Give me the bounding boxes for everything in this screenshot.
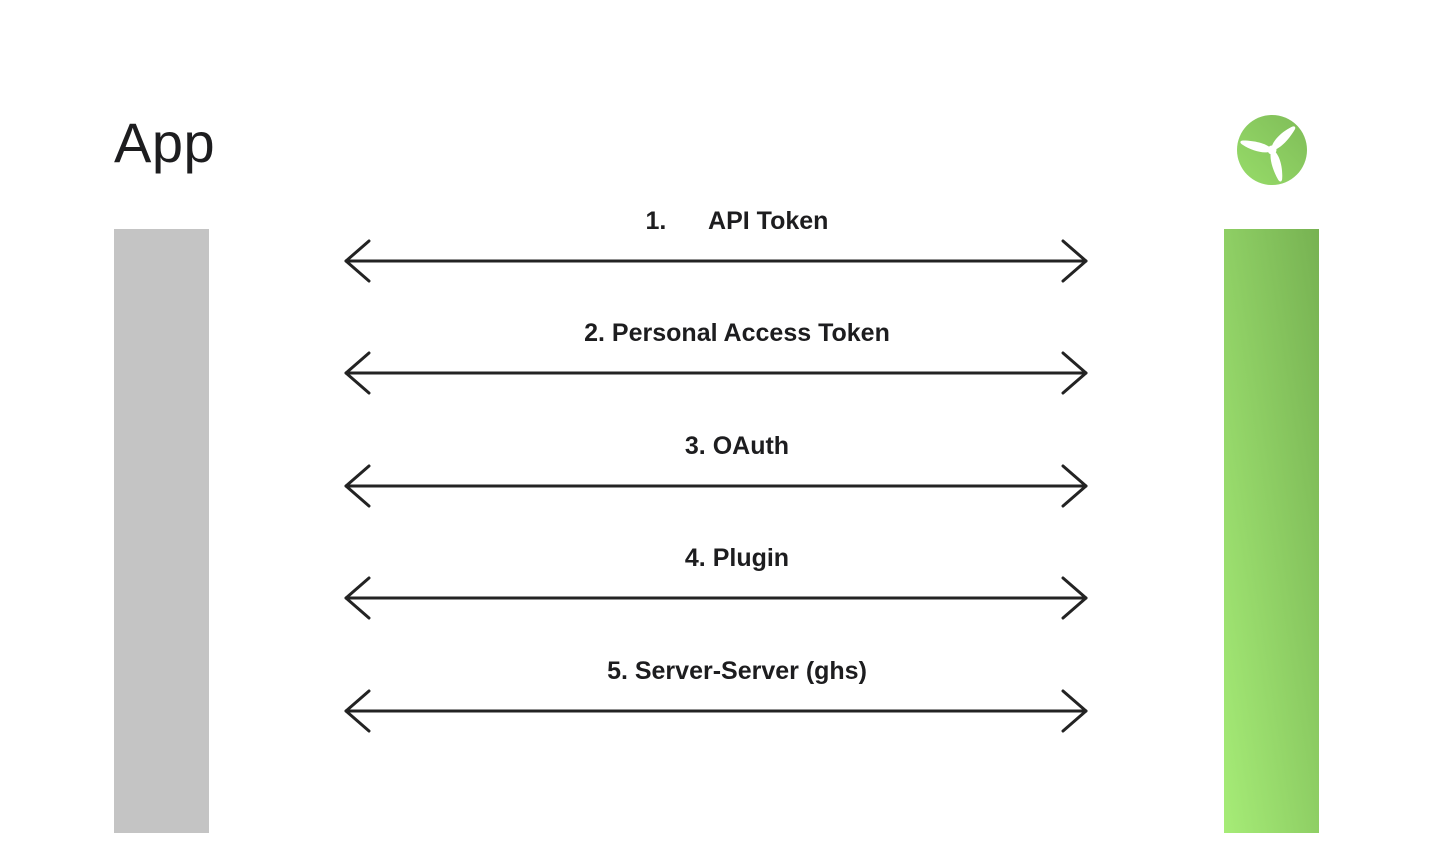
connection-label: 5. Server-Server (ghs) xyxy=(607,657,867,685)
arrowhead-left xyxy=(344,351,371,395)
arrowhead-right xyxy=(1061,239,1088,283)
double-arrow-icon xyxy=(344,239,1088,283)
arrowhead-left xyxy=(344,576,371,620)
double-arrow-icon xyxy=(344,351,1088,395)
connection-label: 3. OAuth xyxy=(684,432,790,460)
app-lifeline-bar xyxy=(114,229,209,833)
arrowhead-right xyxy=(1061,464,1088,508)
wind-turbine-icon xyxy=(1237,115,1307,185)
arrowhead-right xyxy=(1061,689,1088,733)
arrowhead-left xyxy=(344,239,371,283)
connection-row: 3. OAuth xyxy=(342,430,1090,510)
double-arrow-icon xyxy=(344,689,1088,733)
double-arrow-icon xyxy=(344,464,1088,508)
service-lifeline-bar xyxy=(1224,229,1319,833)
arrowhead-right xyxy=(1061,351,1088,395)
connection-row: 4. Plugin xyxy=(342,542,1090,622)
arrowhead-right xyxy=(1061,576,1088,620)
connection-label: 4. Plugin xyxy=(684,544,790,572)
connection-row: 5. Server-Server (ghs) xyxy=(342,655,1090,735)
connection-row: 2. Personal Access Token xyxy=(342,317,1090,397)
arrowhead-left xyxy=(344,689,371,733)
app-title: App xyxy=(114,111,216,174)
arrowhead-left xyxy=(344,464,371,508)
turbine-blades xyxy=(1240,126,1296,182)
connection-row: 1. API Token xyxy=(342,205,1090,285)
double-arrow-icon xyxy=(344,576,1088,620)
connection-label: 2. Personal Access Token xyxy=(584,319,890,347)
connection-label: 1. API Token xyxy=(645,207,829,235)
